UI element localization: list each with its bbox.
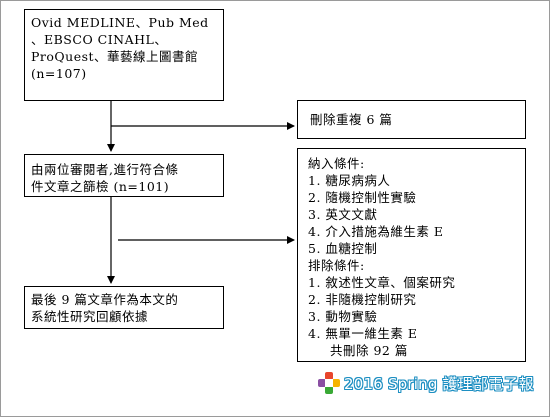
final-line-2: 系統性研究回顧依據 bbox=[31, 309, 149, 324]
exclusion-item: 2. 非隨機控制研究 bbox=[308, 292, 417, 307]
exclusion-total: 共刪除 92 篇 bbox=[330, 343, 408, 358]
inclusion-item: 3. 英文文獻 bbox=[308, 207, 378, 222]
inclusion-title: 納入條件: bbox=[308, 156, 365, 171]
exclusion-item: 3. 動物實驗 bbox=[308, 309, 378, 324]
final-box: 最後 9 篇文章作為本文的 系統性研究回顧依據 bbox=[24, 286, 224, 329]
sources-line-2: 、EBSCO CINAHL、 bbox=[31, 32, 168, 47]
duplicates-box: 刪除重複 6 篇 bbox=[297, 100, 526, 139]
newsletter-logo: 2016 Spring 護理部電子報 bbox=[318, 370, 534, 396]
exclusion-item: 1. 敘述性文章、個案研究 bbox=[308, 275, 456, 290]
final-line-1: 最後 9 篇文章作為本文的 bbox=[31, 292, 179, 307]
colorful-cross-icon bbox=[318, 372, 340, 394]
sources-line-3: ProQuest、華藝線上圖書館 bbox=[31, 49, 199, 64]
sources-box: Ovid MEDLINE、Pub Med 、EBSCO CINAHL、 ProQ… bbox=[24, 9, 224, 101]
inclusion-item: 5. 血糖控制 bbox=[308, 241, 378, 256]
sources-line-4: (n=107) bbox=[31, 66, 87, 81]
exclusion-item: 4. 無單一維生素 E bbox=[308, 326, 418, 341]
logo-text: 2016 Spring 護理部電子報 bbox=[344, 374, 534, 393]
inclusion-item: 1. 糖尿病病人 bbox=[308, 173, 391, 188]
inclusion-item: 2. 隨機控制性實驗 bbox=[308, 190, 417, 205]
inclusion-item: 4. 介入措施為維生素 E bbox=[308, 224, 444, 239]
screening-box: 由兩位審閱者,進行符合條 件文章之篩檢 (n=101) bbox=[24, 154, 224, 197]
criteria-box: 納入條件: 1. 糖尿病病人 2. 隨機控制性實驗 3. 英文文獻 4. 介入措… bbox=[297, 148, 526, 362]
exclusion-title: 排除條件: bbox=[308, 258, 365, 273]
screening-line-2: 件文章之篩檢 (n=101) bbox=[31, 179, 170, 194]
duplicates-text: 刪除重複 6 篇 bbox=[310, 112, 393, 127]
screening-line-1: 由兩位審閱者,進行符合條 bbox=[31, 162, 179, 177]
sources-line-1: Ovid MEDLINE、Pub Med bbox=[31, 15, 209, 30]
